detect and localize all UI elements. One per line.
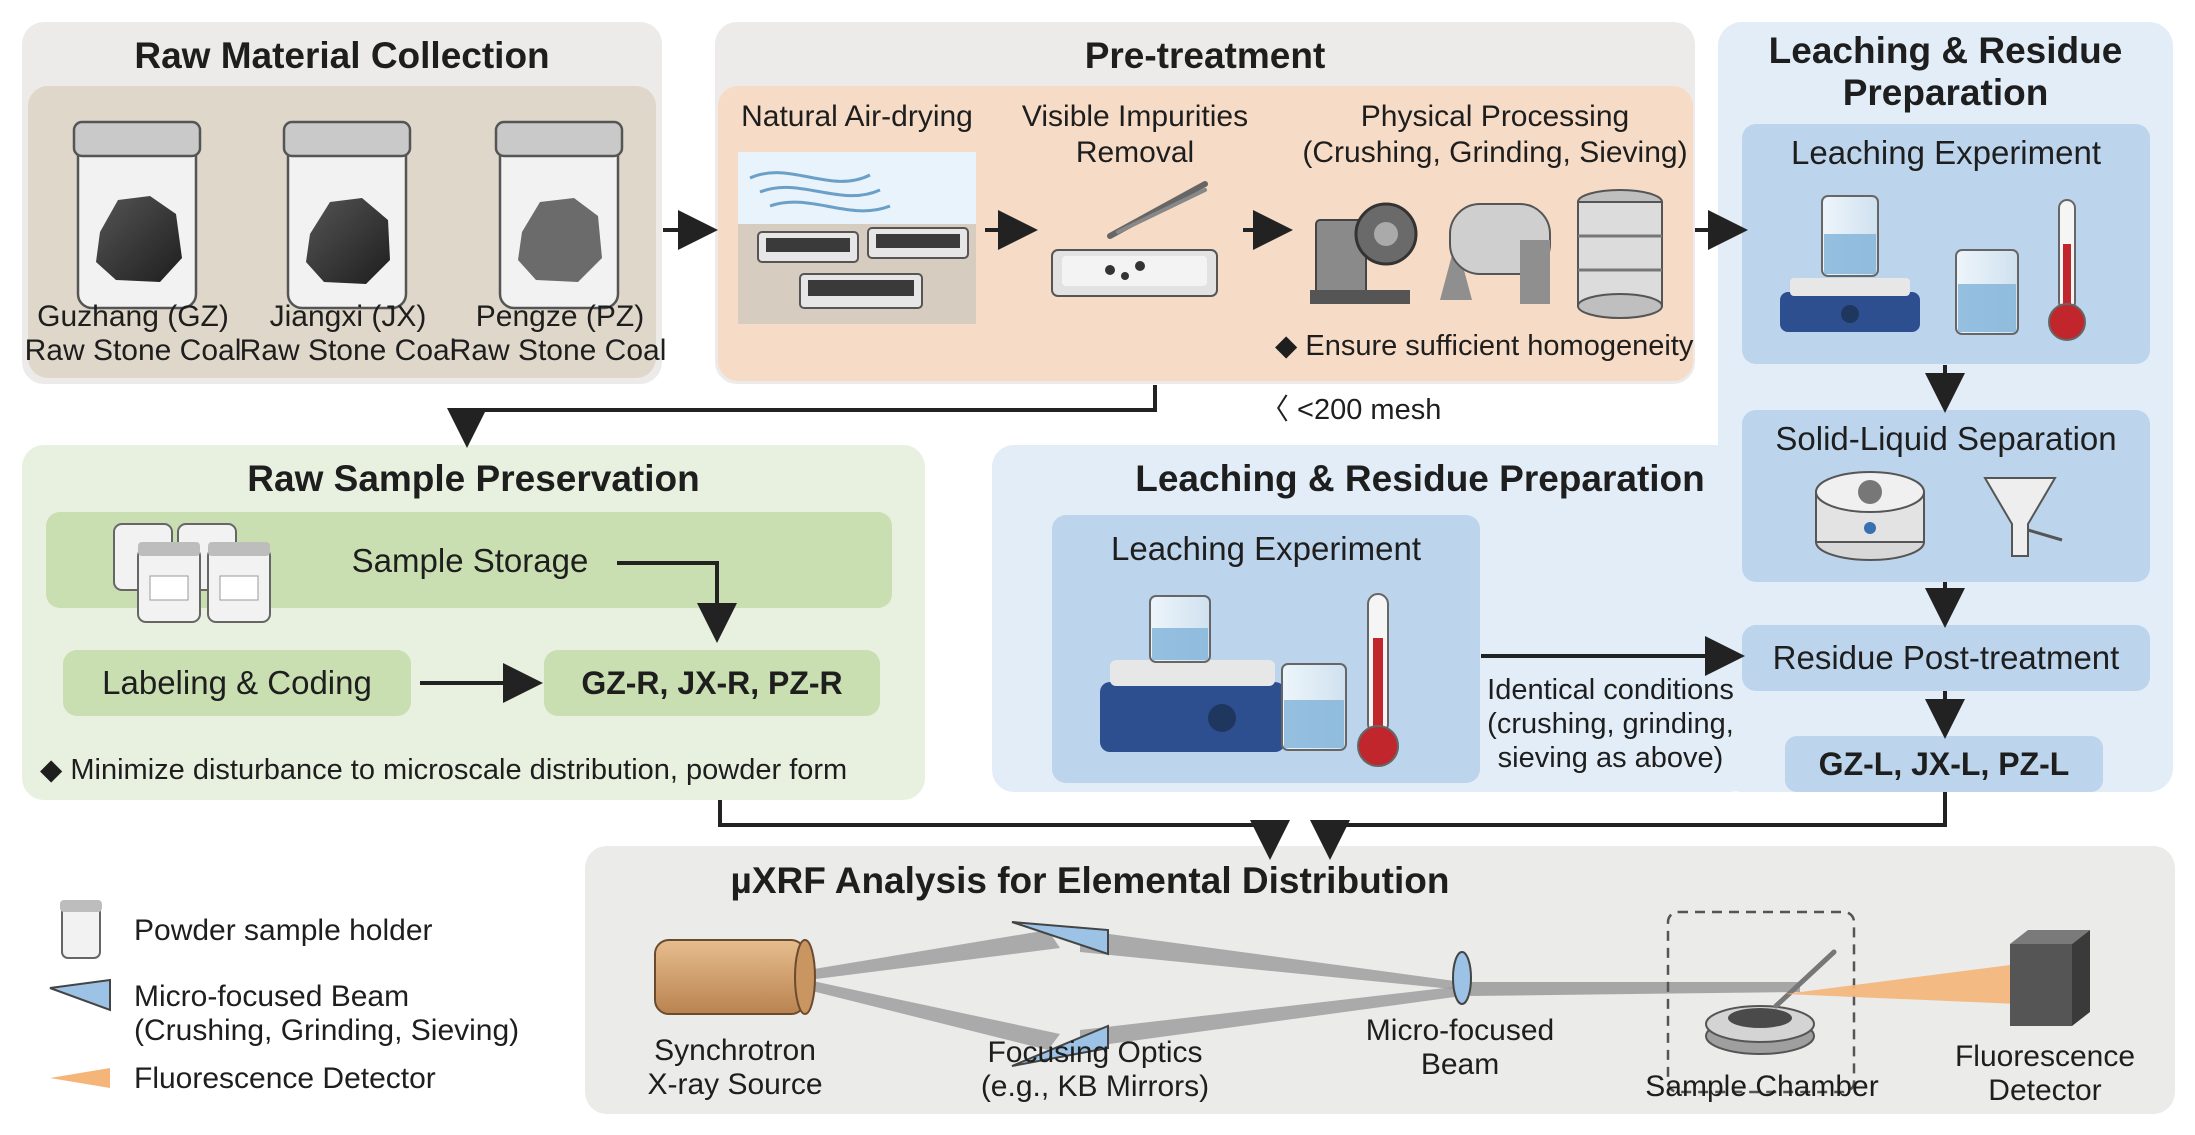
identical-conditions-line2: (crushing, grinding, (1487, 708, 1734, 740)
detector-cone-legend-icon (50, 1068, 110, 1088)
sample-jx-place: Jiangxi (JX) (269, 300, 427, 333)
crusher-grinder-sieve-icons (1310, 189, 1663, 319)
air-drying-label: Natural Air-drying (741, 100, 973, 133)
jar-pz-icon (494, 120, 624, 310)
homogeneity-note: ◆ Ensure sufficient homogeneity (1275, 330, 1694, 362)
leaching-experiment-right-label: Leaching Experiment (1790, 134, 2102, 171)
leaching-right-title-line2: Preparation (1842, 72, 2049, 113)
micro-beam-label-line2: Beam (1420, 1048, 1500, 1081)
crusher-icon (1310, 202, 1418, 304)
preservation-title: Raw Sample Preservation (247, 458, 700, 499)
sample-pz-type: Raw Stone Coal (449, 334, 667, 367)
sample-holder-legend-icon (60, 900, 102, 959)
optics-label-line2: (e.g., KB Mirrors) (980, 1070, 1210, 1103)
legend-beam-label-line1: Micro-focused Beam (134, 980, 410, 1013)
xray-source-icon (654, 939, 816, 1015)
sample-pz-place: Pengze (PZ) (475, 300, 645, 333)
leaching-right-title-line1: Leaching & Residue (1768, 30, 2123, 71)
uxrf-beamline (654, 910, 2090, 1094)
focusing-optics-icon (1011, 921, 1109, 1067)
sample-chamber-label: Sample Chamber (1645, 1070, 1879, 1103)
residue-post-treatment-label: Residue Post-treatment (1772, 639, 2120, 676)
optics-label-line1: Focusing Optics (987, 1036, 1203, 1069)
identical-conditions-line3: sieving as above) (1497, 742, 1724, 774)
jar-jx-icon (282, 120, 412, 310)
legend-beam-label-line2: (Crushing, Grinding, Sieving) (134, 1014, 520, 1047)
legend-sample-holder-label: Powder sample holder (134, 914, 433, 947)
identical-conditions-line1: Identical conditions (1487, 674, 1734, 706)
labeling-coding-label: Labeling & Coding (102, 664, 372, 701)
fluorescence-cone-icon (1785, 964, 2018, 1004)
beam-optic-legend-icon (49, 978, 111, 1012)
fluorescence-detector-icon (2010, 930, 2090, 1026)
physical-processing-label-line1: Physical Processing (1360, 100, 1630, 133)
sieve-icon (1577, 189, 1663, 319)
jar-gz-icon (72, 120, 202, 310)
leaching-mid-title: Leaching & Residue Preparation (1135, 458, 1705, 499)
detector-label-line2: Detector (1988, 1074, 2102, 1107)
jar-icons (72, 120, 624, 310)
impurities-label-line2: Removal (1075, 136, 1195, 169)
sample-chamber-icon (1666, 910, 1856, 1094)
flow-arrows (420, 210, 1965, 860)
leaching-exp-right-icons (1780, 195, 2086, 341)
impurities-label-line1: Visible Impurities (1021, 100, 1249, 133)
legend-icons (49, 900, 111, 1088)
sample-gz-type: Raw Stone Coal (24, 334, 242, 367)
micro-beam-label-line1: Micro-focused (1365, 1014, 1555, 1047)
pretreatment-title: Pre-treatment (1084, 35, 1326, 76)
ball-mill-icon (1440, 203, 1551, 304)
detector-label-line1: Fluorescence (1954, 1040, 2136, 1073)
sample-jx-type: Raw Stone Coal (239, 334, 457, 367)
tweezers-tray-icon (1051, 181, 1218, 297)
micro-beam-lens-icon (1452, 951, 1472, 1005)
air-drying-icon (738, 152, 976, 324)
legend-detector-label: Fluorescence Detector (134, 1062, 436, 1095)
disturbance-note: ◆ Minimize disturbance to microscale dis… (40, 754, 848, 786)
leached-sample-codes: GZ-L, JX-L, PZ-L (1818, 745, 2070, 782)
source-label-line1: Synchrotron (654, 1034, 816, 1067)
leaching-exp-mid-icons (1100, 593, 1399, 767)
uxrf-title: µXRF Analysis for Elemental Distribution (730, 860, 1450, 901)
storage-jars-icon (113, 523, 271, 623)
leaching-experiment-mid-label: Leaching Experiment (1110, 530, 1422, 567)
sample-gz-place: Guzhang (GZ) (37, 300, 229, 333)
source-label-line2: X-ray Source (647, 1068, 823, 1101)
separation-label: Solid-Liquid Separation (1775, 420, 2117, 457)
raw-sample-codes: GZ-R, JX-R, PZ-R (581, 664, 843, 701)
raw-material-title: Raw Material Collection (134, 35, 550, 76)
mesh-note: 〈 <200 mesh (1260, 394, 1442, 426)
separation-icons (1815, 471, 2063, 561)
physical-processing-label-line2: (Crushing, Grinding, Sieving) (1302, 136, 1688, 169)
sample-storage-label: Sample Storage (351, 542, 589, 579)
